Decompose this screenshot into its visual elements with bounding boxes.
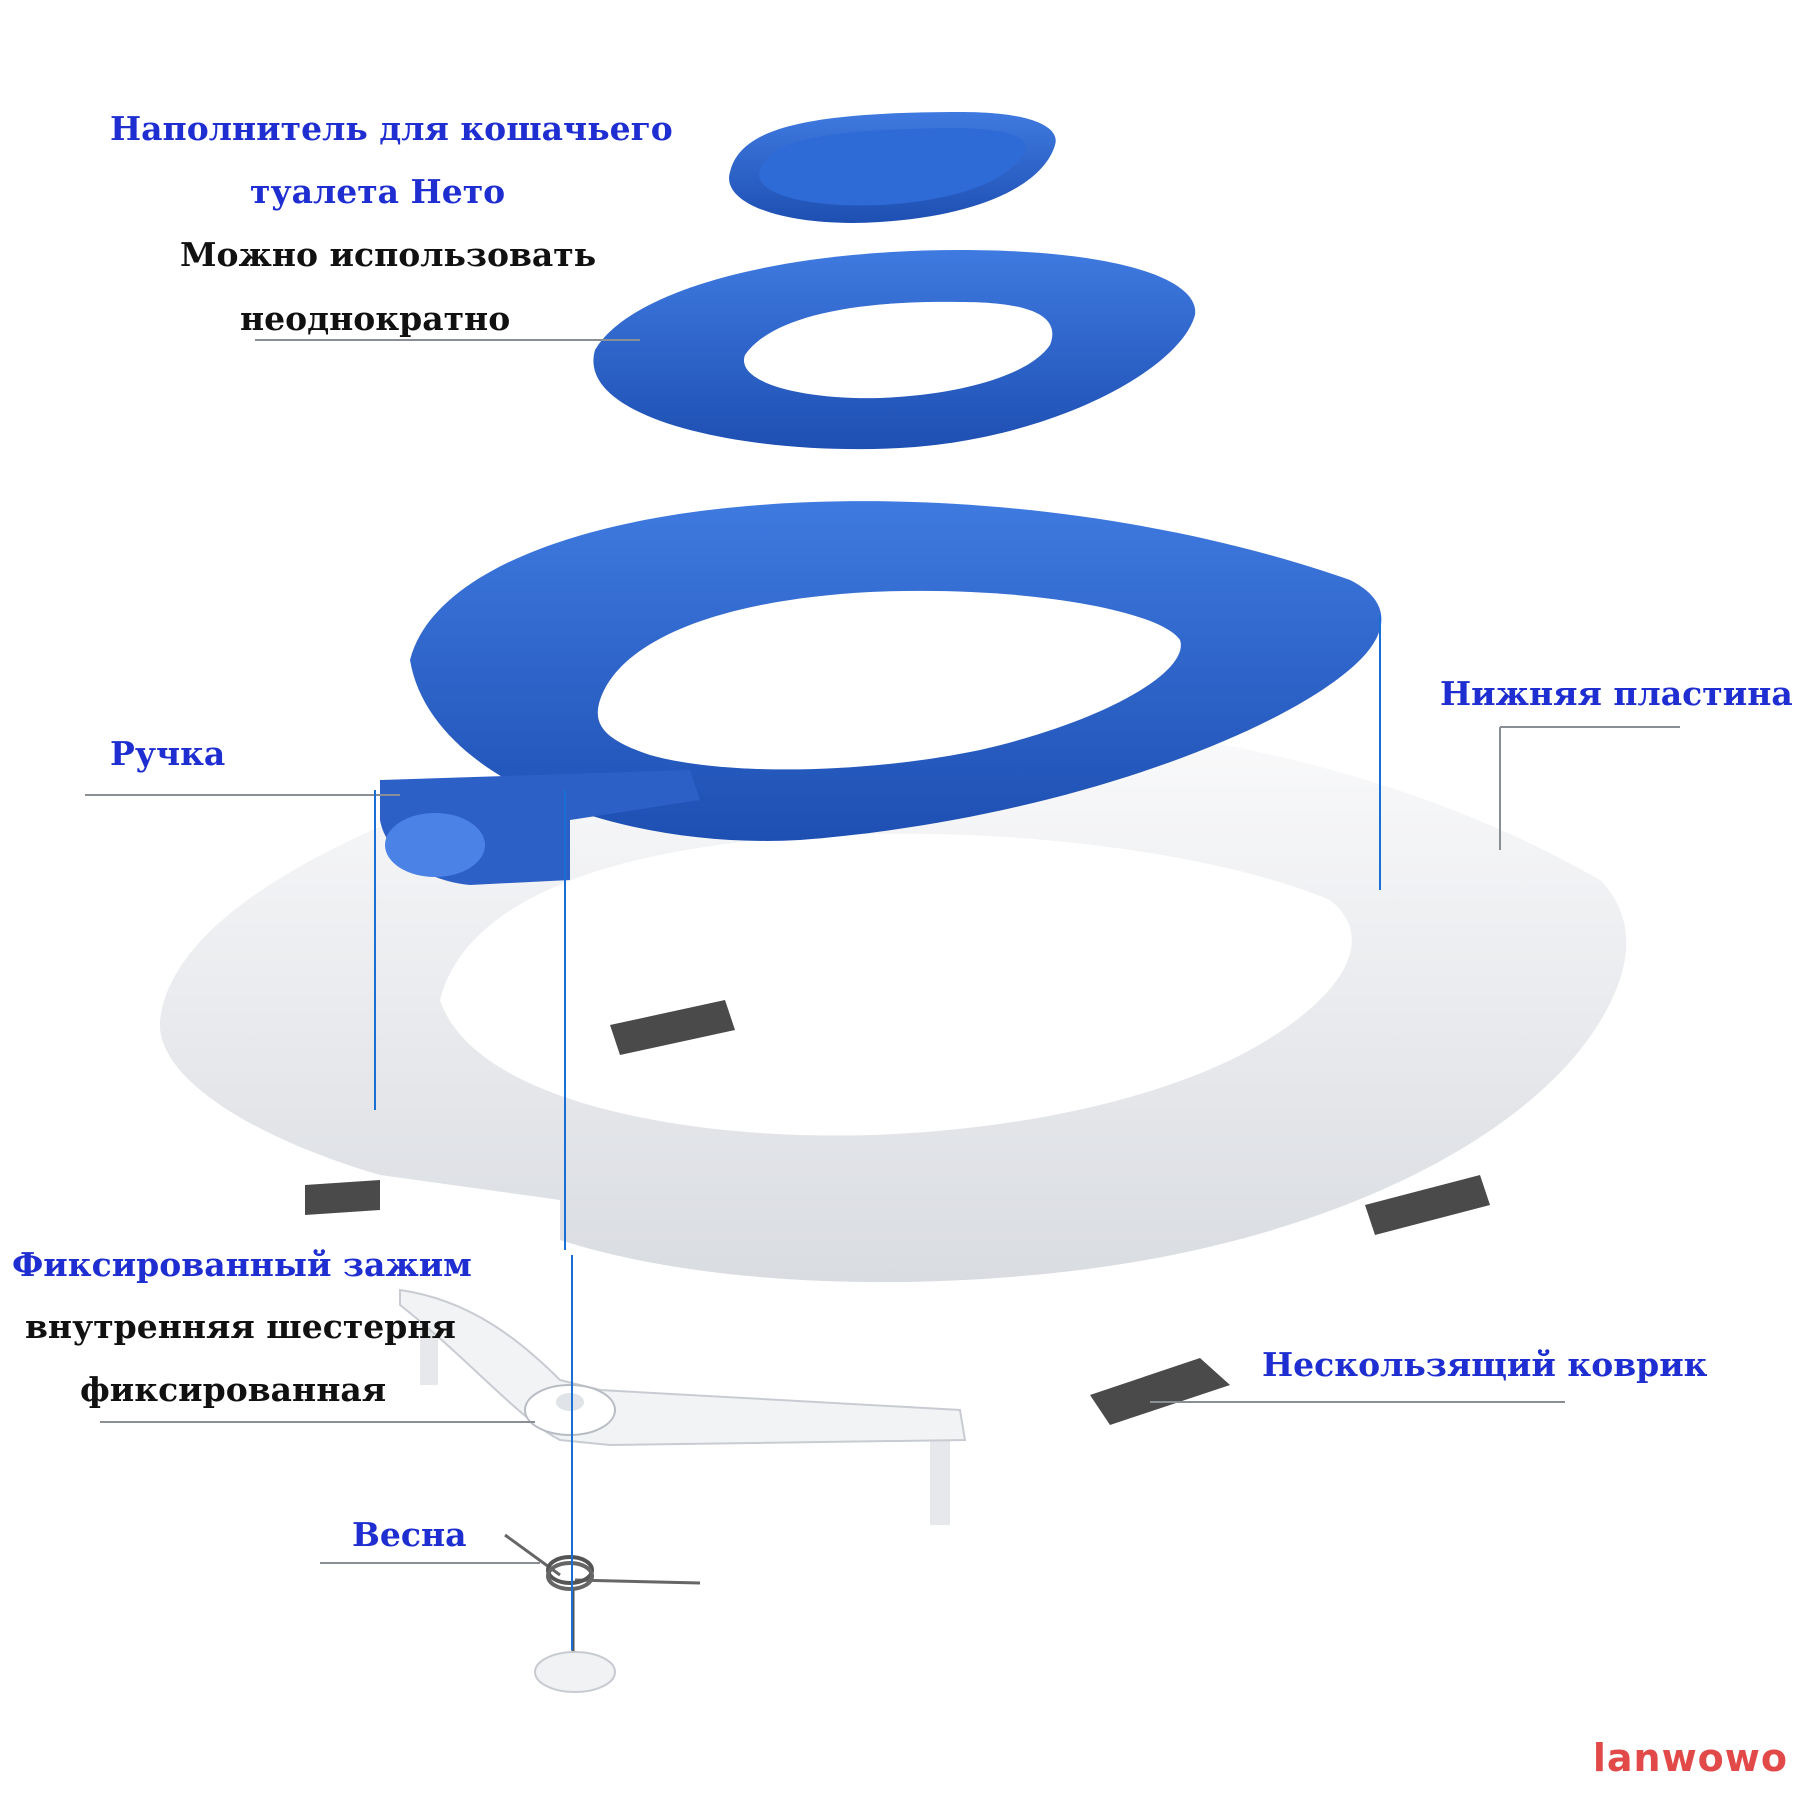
small-tray: [729, 112, 1056, 223]
label-spring: Весна: [352, 1515, 467, 1554]
label-handle: Ручка: [110, 734, 226, 773]
spring: [504, 1533, 701, 1693]
watermark: lanwowo: [1592, 1736, 1788, 1780]
label-fixed-clamp: Фиксированный зажим: [12, 1245, 472, 1284]
label-bottom-plate: Нижняя пластина: [1440, 674, 1793, 713]
fixed-clamp: [399, 1288, 967, 1525]
label-mat: Нескользящий коврик: [1262, 1345, 1708, 1384]
label-gear-1: внутренняя шестерня: [25, 1307, 456, 1346]
top-frame: [380, 501, 1382, 885]
label-litter-note-1: Можно использовать: [180, 235, 597, 274]
label-litter-title-1: Наполнитель для кошачьего: [110, 109, 673, 148]
mats: [305, 1000, 1490, 1425]
assembly-guides: [374, 615, 1381, 1650]
label-gear-2: фиксированная: [80, 1370, 387, 1409]
leader-lines: [85, 339, 1680, 1564]
middle-ring: [593, 250, 1196, 450]
label-litter-title-2: туалета Нето: [250, 172, 506, 211]
label-litter-note-2: неоднократно: [240, 299, 511, 338]
